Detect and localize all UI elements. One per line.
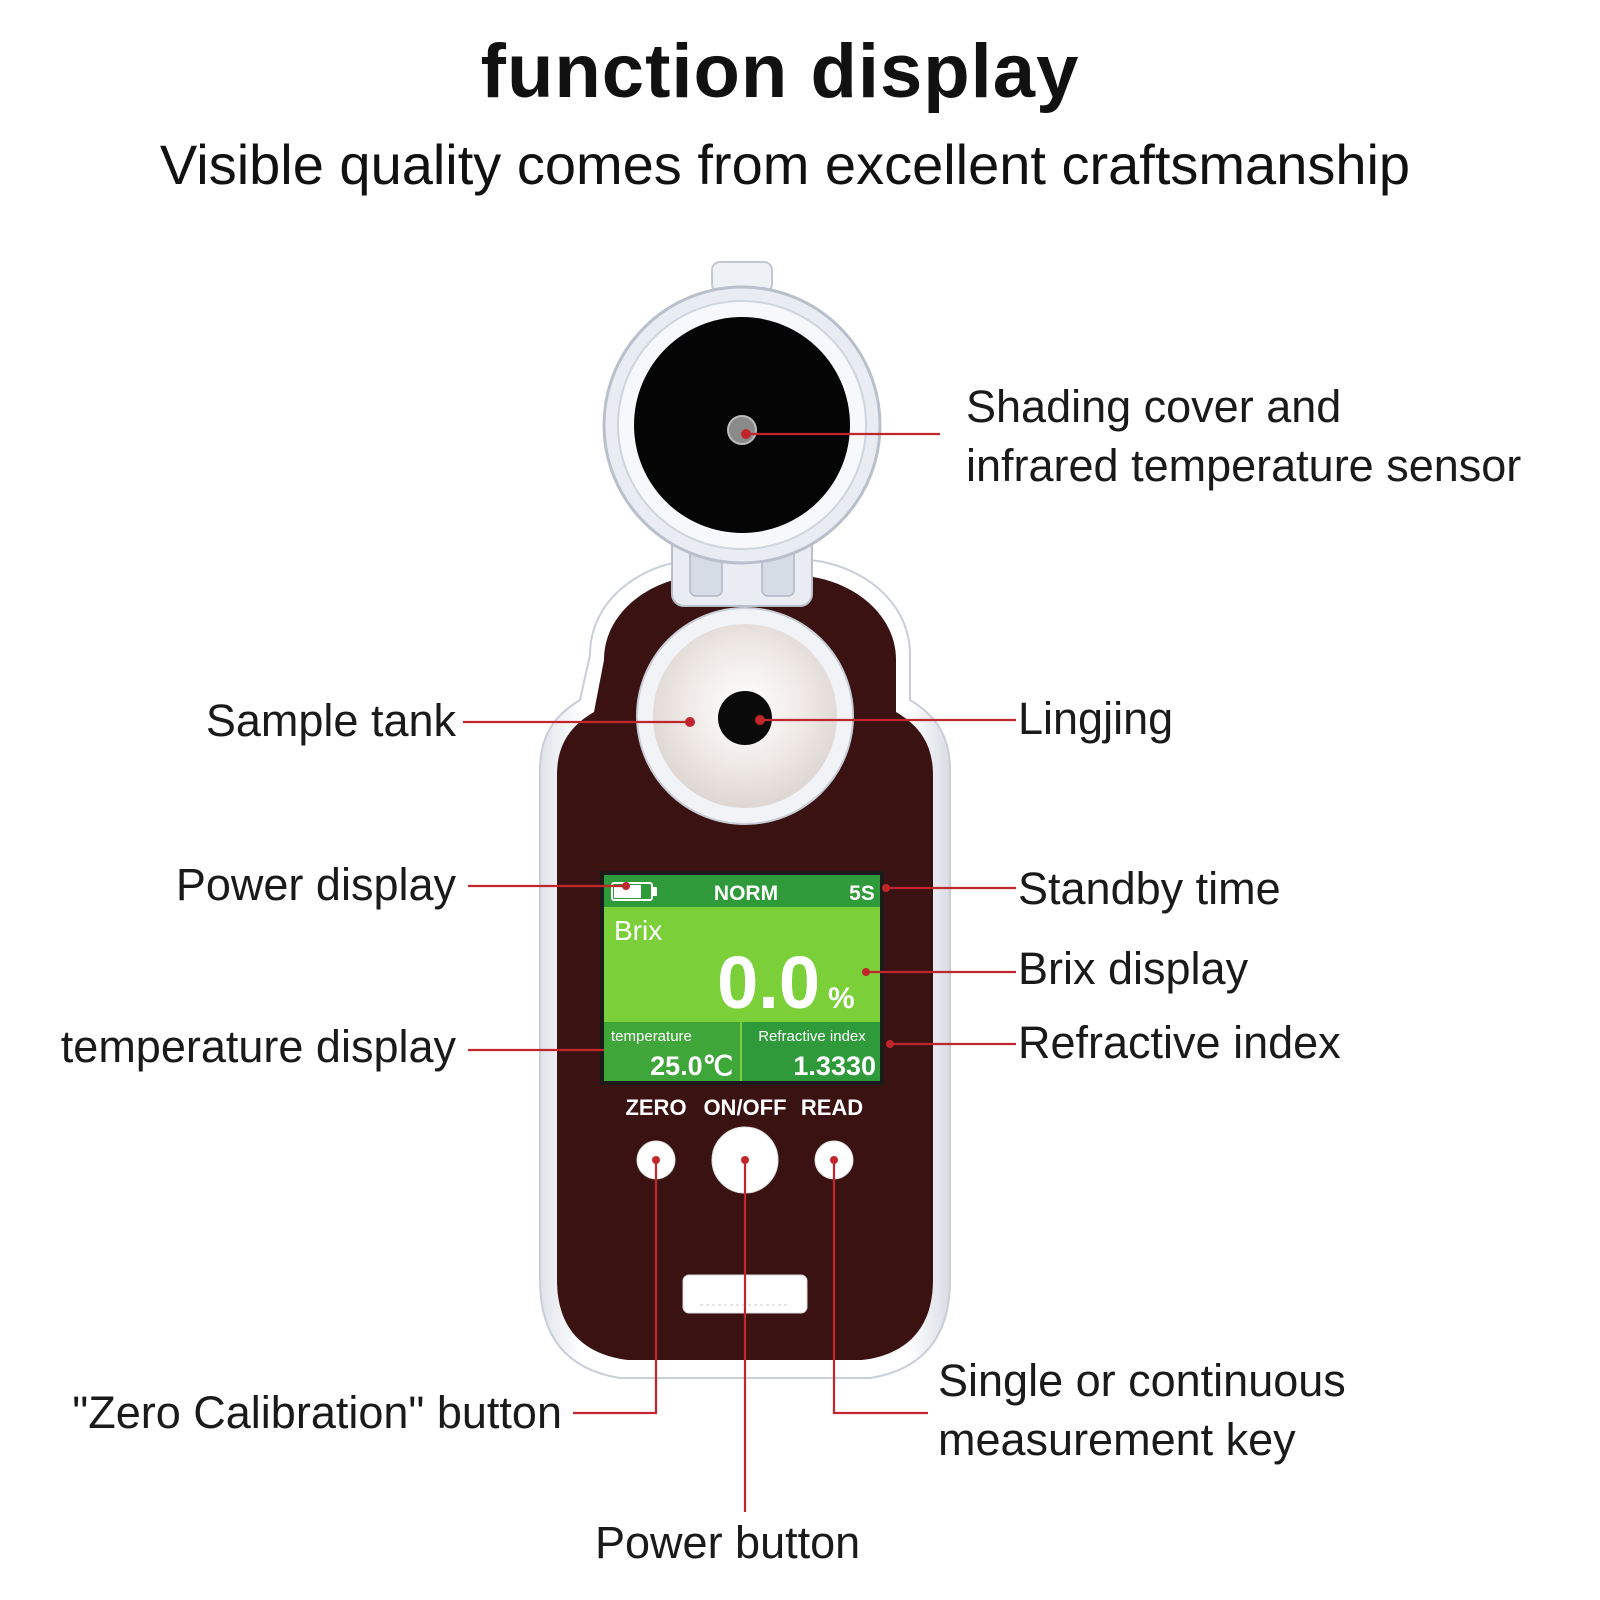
lcd-brix-unit: % [828,982,855,1015]
battery-level-fill [614,885,641,898]
leader-lines [463,432,1016,1512]
callout-single-line2: measurement key [938,1413,1296,1465]
callout-shading-cover: Shading cover and infrared temperature s… [966,378,1521,495]
callout-temperature-display: temperature display [60,1021,456,1072]
prism-lens [718,691,772,745]
callout-lingjing: Lingjing [1018,693,1174,744]
callout-single-line1: Single or continuous [938,1355,1346,1406]
leader-zero [573,1160,658,1415]
callout-shading-line2: infrared temperature sensor [966,439,1522,491]
lcd-refractive-label: Refractive index [758,1028,866,1045]
leader-dots [622,429,894,1164]
callout-zero-calibration: "Zero Calibration" button [72,1387,562,1438]
page-title: function display [480,29,1080,114]
callout-single-measurement: Single or continuous measurement key [938,1352,1346,1469]
lcd-temperature-value: 25.0℃ [650,1051,733,1081]
battery-icon [611,882,657,901]
page-subtitle: Visible quality comes from excellent cra… [159,133,1411,196]
callout-shading-line1: Shading cover and [966,381,1342,432]
onoff-button-label: ON/OFF [703,1095,786,1120]
lcd-bottom-right [742,1022,880,1081]
infrared-sensor-icon [727,415,757,445]
callout-power-display: Power display [175,859,456,910]
read-button-label: READ [801,1095,863,1120]
lcd-brix-value: 0.0 [717,941,820,1024]
callout-standby-time: Standby time [1018,863,1281,914]
leader-read [832,1160,928,1415]
lcd-standby: 5S [849,882,875,905]
lcd-top-bar [604,875,880,907]
lcd-refractive-value: 1.3330 [793,1051,876,1081]
callout-sample-tank: Sample tank [205,695,456,746]
callout-refractive-index: Refractive index [1018,1017,1341,1068]
lcd-brix-label: Brix [614,915,662,946]
lcd-temperature-label: temperature [611,1028,692,1045]
callout-power-button: Power button [595,1517,861,1568]
lcd-mode: NORM [714,882,778,905]
callout-brix-display: Brix display [1018,943,1249,994]
lcd-bottom-left [604,1022,740,1081]
zero-button-label: ZERO [625,1095,686,1120]
